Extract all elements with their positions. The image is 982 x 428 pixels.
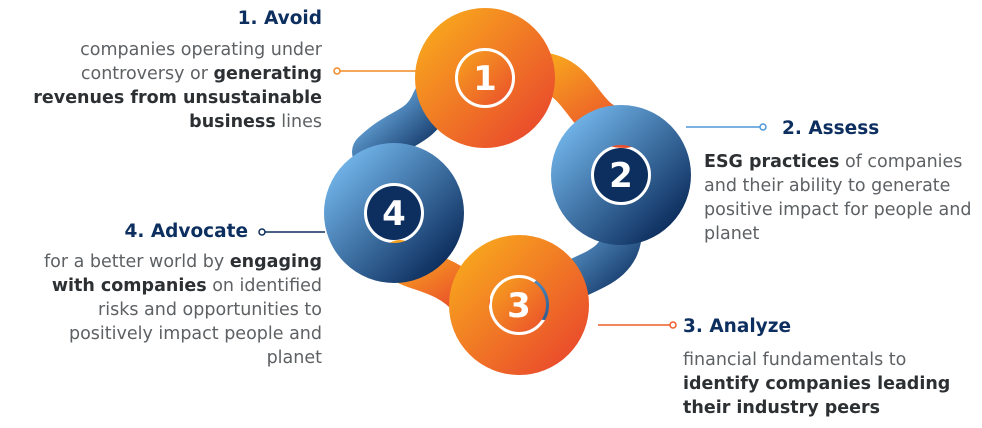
- step-4-number: 4: [382, 194, 406, 234]
- step-1-desc-part: lines: [275, 112, 322, 132]
- step-4-desc-part: on identified risks and opportunities to…: [68, 276, 322, 368]
- step-4-desc-part: engaging with companies: [51, 252, 322, 296]
- ring-4: [324, 143, 464, 283]
- step-2-number: 2: [609, 156, 633, 196]
- connector-line-avoid: [333, 67, 418, 75]
- badge-step-3: 3: [492, 278, 546, 332]
- step-1-desc-part: generating revenues from unsustainable b…: [33, 64, 322, 132]
- ring-2: [551, 105, 691, 245]
- badge-step-1: 1: [458, 51, 512, 105]
- connector-line-advocate: [258, 228, 325, 236]
- step-3-title: 3. Analyze: [683, 316, 792, 337]
- step-1-number: 1: [473, 59, 497, 99]
- step-2-desc-part: of companies and their ability to genera…: [704, 152, 972, 244]
- step-4-description: for a better world by engaging with comp…: [32, 250, 322, 370]
- connector-line-analyze: [598, 321, 677, 329]
- ring-1: [415, 8, 555, 148]
- step-2-desc-part: ESG practices: [704, 152, 840, 172]
- connector-line-assess: [686, 123, 767, 131]
- step-3-desc-part: financial fundamentals to: [683, 350, 907, 370]
- step-3-description: financial fundamentals to identify compa…: [683, 348, 973, 420]
- step-2-title: 2. Assess: [782, 118, 880, 139]
- badge-step-4: 4: [367, 186, 421, 240]
- badge-step-2: 2: [594, 148, 648, 202]
- step-2-description: ESG practices of companies and their abi…: [704, 150, 979, 246]
- step-4-title: 4. Advocate: [124, 221, 248, 242]
- step-4-desc-part: for a better world by: [44, 252, 230, 272]
- step-3-number: 3: [507, 286, 531, 326]
- step-1-title: 1. Avoid: [237, 8, 322, 29]
- step-1-desc-part: companies operating under controversy or: [80, 40, 322, 84]
- ring-3: [449, 235, 589, 375]
- step-3-desc-part: identify companies leading their industr…: [683, 374, 951, 418]
- step-1-description: companies operating under controversy or…: [0, 38, 322, 134]
